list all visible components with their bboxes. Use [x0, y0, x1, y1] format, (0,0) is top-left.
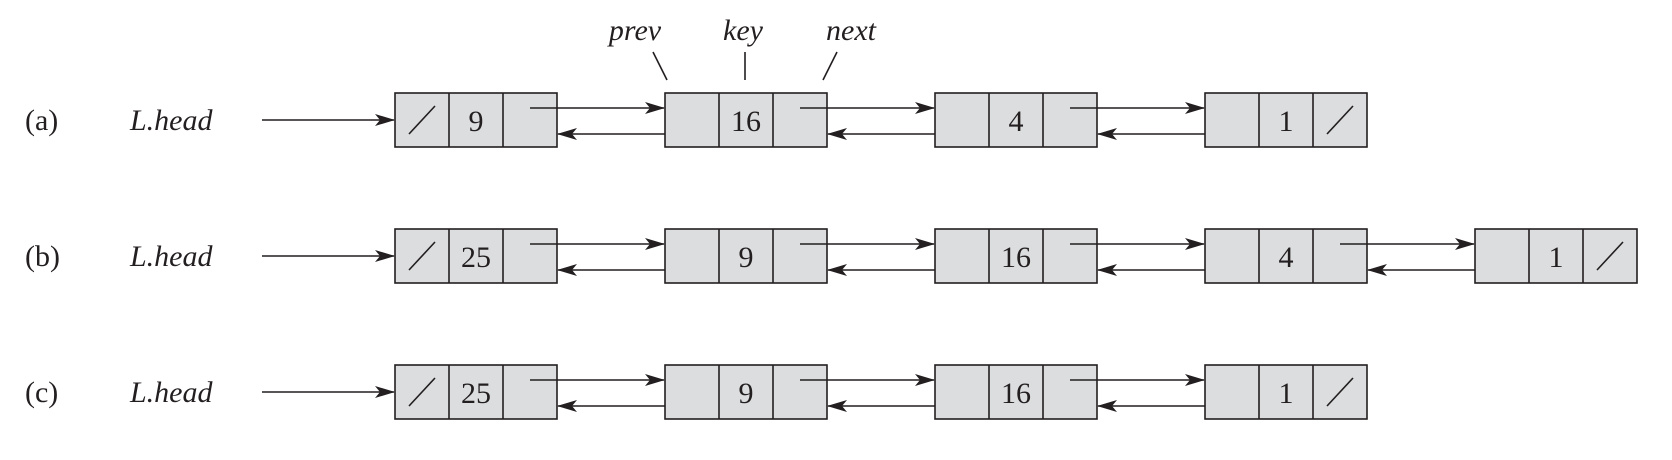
- field-labels: prev key next: [607, 14, 877, 81]
- nil-prev-slash: [408, 377, 436, 407]
- list-rows: (a) L.head 9 16 4 1 (b) L.head 25 9 16 4 1 (c) L.head 2…: [25, 92, 1638, 420]
- list-row: (a) L.head 9 16 4 1: [25, 92, 1368, 148]
- nil-next-slash: [1326, 105, 1354, 135]
- head-pointer-label: L.head: [129, 240, 214, 273]
- nil-next-slash: [1326, 377, 1354, 407]
- node-key-value: 16: [731, 105, 761, 138]
- nil-next-slash: [1596, 241, 1624, 271]
- list-node: 16: [934, 228, 1098, 284]
- list-node: 9: [664, 364, 828, 420]
- node-box: [934, 364, 1098, 420]
- node-key-value: 25: [461, 377, 491, 410]
- nil-prev-slash: [408, 241, 436, 271]
- node-key-value: 25: [461, 241, 491, 274]
- node-key-value: 1: [1279, 377, 1294, 410]
- list-node: 25: [394, 228, 558, 284]
- next-pointer-line: [822, 51, 838, 81]
- list-node: 16: [664, 92, 828, 148]
- node-key-value: 16: [1001, 377, 1031, 410]
- list-node: 1: [1204, 364, 1368, 420]
- node-key-value: 1: [1279, 105, 1294, 138]
- row-tag-label: (b): [25, 240, 60, 273]
- node-key-value: 9: [469, 105, 484, 138]
- next-field-label: next: [826, 14, 877, 47]
- nil-prev-slash: [408, 105, 436, 135]
- key-field-label: key: [723, 14, 764, 47]
- node-box: [934, 92, 1098, 148]
- node-box: [664, 364, 828, 420]
- node-key-value: 16: [1001, 241, 1031, 274]
- list-row: (b) L.head 25 9 16 4 1: [25, 228, 1638, 284]
- list-node: 4: [1204, 228, 1368, 284]
- node-key-value: 9: [739, 377, 754, 410]
- head-pointer-label: L.head: [129, 376, 214, 409]
- node-box: [934, 228, 1098, 284]
- node-key-value: 1: [1549, 241, 1564, 274]
- list-node: 9: [664, 228, 828, 284]
- list-node: 9: [394, 92, 558, 148]
- row-tag-label: (a): [25, 104, 58, 137]
- list-node: 4: [934, 92, 1098, 148]
- node-key-value: 4: [1279, 241, 1294, 274]
- list-row: (c) L.head 25 9 16 1: [25, 364, 1368, 420]
- list-node: 16: [934, 364, 1098, 420]
- node-box: [664, 92, 828, 148]
- prev-pointer-line: [652, 51, 668, 81]
- node-box: [1204, 228, 1368, 284]
- prev-field-label: prev: [607, 14, 662, 47]
- list-node: 25: [394, 364, 558, 420]
- list-node: 1: [1474, 228, 1638, 284]
- row-tag-label: (c): [25, 376, 58, 409]
- node-box: [664, 228, 828, 284]
- head-pointer-label: L.head: [129, 104, 214, 137]
- node-key-value: 9: [739, 241, 754, 274]
- list-node: 1: [1204, 92, 1368, 148]
- node-key-value: 4: [1009, 105, 1024, 138]
